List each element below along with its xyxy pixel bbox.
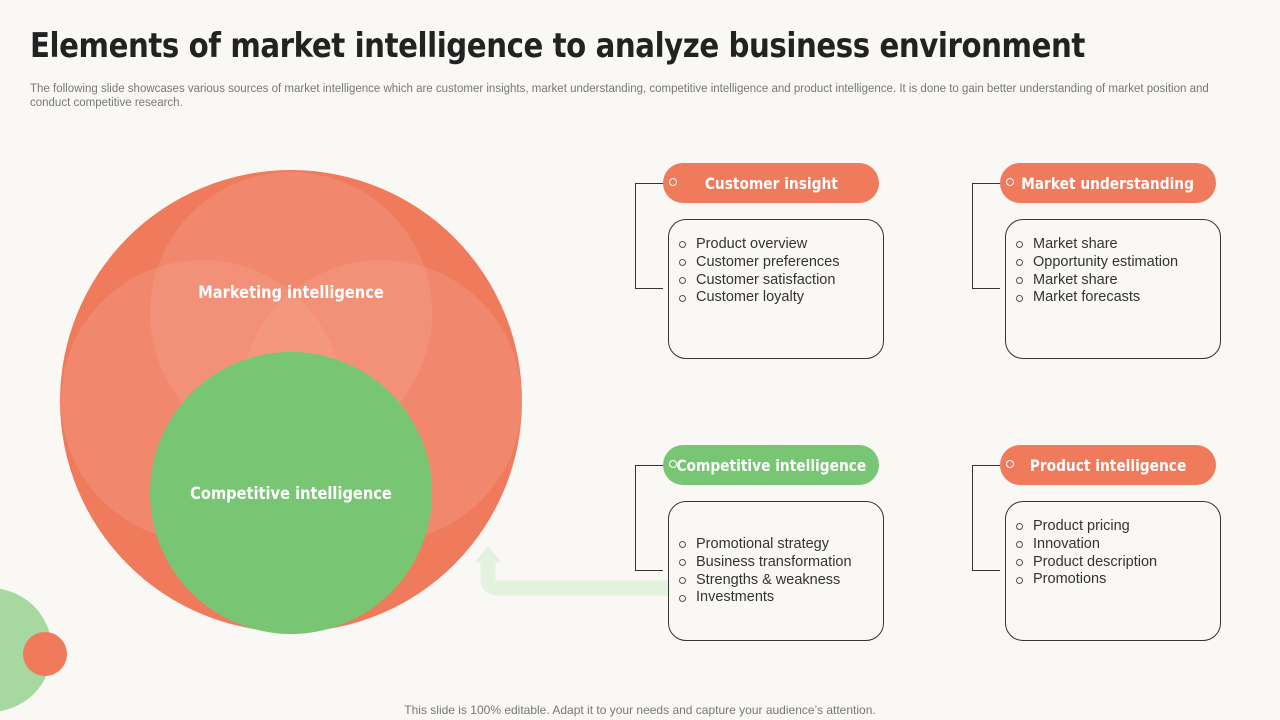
list-item: Market share bbox=[1016, 236, 1178, 254]
slide-subtitle: The following slide showcases various so… bbox=[30, 83, 1209, 109]
slide-title: Elements of market intelligence to analy… bbox=[30, 26, 1085, 66]
list-item: Innovation bbox=[1016, 536, 1157, 554]
list-item: Customer preferences bbox=[679, 254, 839, 272]
list-item: Business transformation bbox=[679, 554, 852, 572]
bullet-circle-icon bbox=[669, 460, 677, 468]
bullet-circle-icon bbox=[1016, 276, 1023, 284]
bracket-market-understanding bbox=[972, 183, 1000, 289]
venn-label-marketing: Marketing intelligence bbox=[198, 283, 384, 303]
list-item: Product description bbox=[1016, 554, 1157, 572]
bullet-circle-icon bbox=[679, 594, 686, 602]
list-item: Customer satisfaction bbox=[679, 272, 839, 290]
bullet-circle-icon bbox=[679, 559, 686, 567]
list-item: Market forecasts bbox=[1016, 289, 1178, 307]
pill-title: Competitive intelligence bbox=[676, 455, 866, 475]
pill-product-intelligence: Product intelligence bbox=[1000, 445, 1216, 485]
bullet-circle-icon bbox=[679, 541, 686, 549]
list-item: Opportunity estimation bbox=[1016, 254, 1178, 272]
list-item: Investments bbox=[679, 589, 852, 607]
bullet-circle-icon bbox=[679, 259, 686, 267]
bullet-circle-icon bbox=[1016, 558, 1023, 566]
list-item: Market share bbox=[1016, 272, 1178, 290]
list-item: Product overview bbox=[679, 236, 839, 254]
bullet-circle-icon bbox=[1016, 523, 1023, 531]
bullet-circle-icon bbox=[1016, 241, 1023, 249]
bullet-circle-icon bbox=[679, 576, 686, 584]
bullet-circle-icon bbox=[1016, 541, 1023, 549]
bullet-circle-icon bbox=[679, 241, 686, 249]
bullet-circle-icon bbox=[1006, 460, 1014, 468]
bullet-circle-icon bbox=[679, 294, 686, 302]
list-item: Product pricing bbox=[1016, 518, 1157, 536]
bracket-competitive-intelligence bbox=[635, 465, 663, 571]
decor-orange-corner-circle bbox=[23, 632, 67, 676]
pill-competitive-intelligence: Competitive intelligence bbox=[663, 445, 879, 485]
bullet-circle-icon bbox=[1016, 259, 1023, 267]
slide-footer: This slide is 100% editable. Adapt it to… bbox=[404, 703, 876, 717]
pill-market-understanding: Market understanding bbox=[1000, 163, 1216, 203]
bullet-circle-icon bbox=[1016, 576, 1023, 584]
pill-title: Market understanding bbox=[1021, 173, 1195, 193]
list-item: Promotions bbox=[1016, 571, 1157, 589]
bullet-circle-icon bbox=[1016, 294, 1023, 302]
pill-title: Product intelligence bbox=[1029, 455, 1187, 475]
card-customer-insight: Product overview Customer preferences Cu… bbox=[668, 219, 884, 359]
list-item: Promotional strategy bbox=[679, 536, 852, 554]
card-market-understanding: Market share Opportunity estimation Mark… bbox=[1005, 219, 1221, 359]
card-product-intelligence: Product pricing Innovation Product descr… bbox=[1005, 501, 1221, 641]
connector-arrow bbox=[480, 560, 668, 596]
pill-title: Customer insight bbox=[704, 173, 838, 193]
venn-label-competitive: Competitive intelligence bbox=[190, 484, 392, 504]
bullet-circle-icon bbox=[1006, 178, 1014, 186]
competitive-circle bbox=[150, 352, 432, 634]
list-item: Customer loyalty bbox=[679, 289, 839, 307]
pill-customer-insight: Customer insight bbox=[663, 163, 879, 203]
connector-arrow-head bbox=[475, 546, 501, 562]
bullet-circle-icon bbox=[669, 178, 677, 186]
card-competitive-intelligence: Promotional strategy Business transforma… bbox=[668, 501, 884, 641]
bullet-circle-icon bbox=[679, 276, 686, 284]
bracket-product-intelligence bbox=[972, 465, 1000, 571]
list-item: Strengths & weakness bbox=[679, 572, 852, 590]
bracket-customer-insight bbox=[635, 183, 663, 289]
